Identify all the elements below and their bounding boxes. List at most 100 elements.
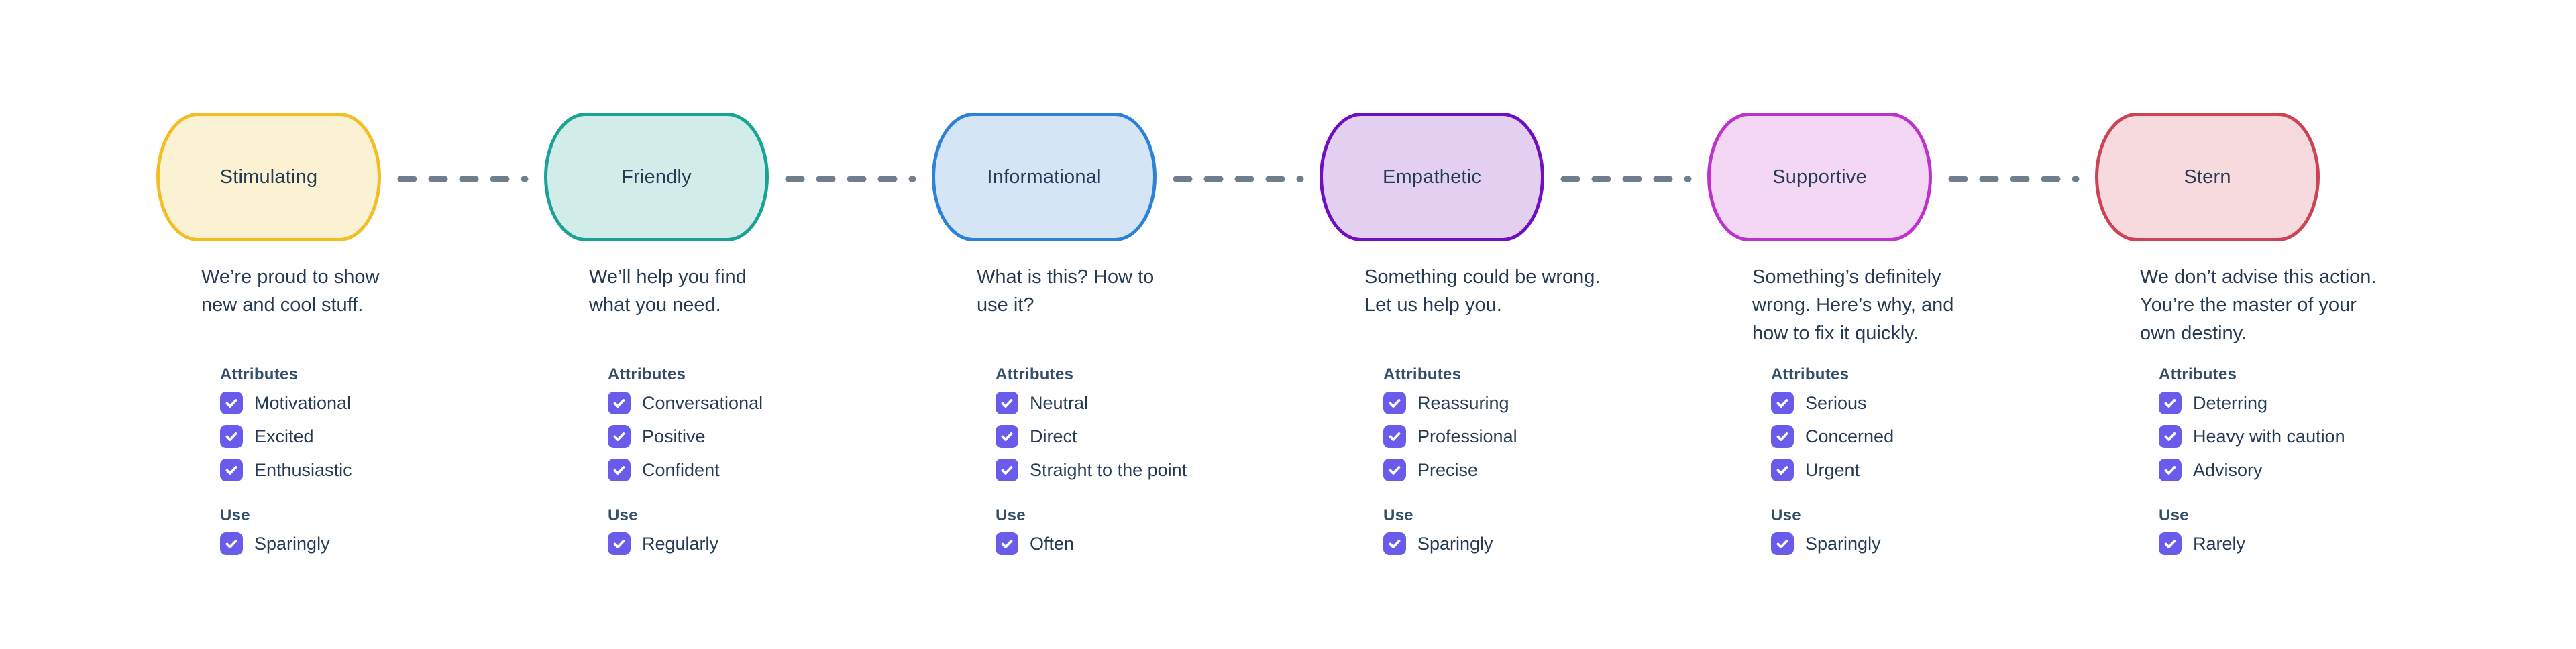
connector-dashed-line [785, 174, 916, 182]
attributes-header: Attributes [2159, 365, 2237, 384]
checkmark-icon [1389, 466, 1401, 475]
attribute-row: Deterring [2159, 392, 2483, 414]
attributes-header: Attributes [1771, 365, 1849, 384]
tone-column-supportive: Supportive Something’s definitely wrong.… [1707, 113, 2095, 566]
checkbox-checked[interactable] [1771, 532, 1794, 555]
tone-description: What is this? How to use it? [977, 266, 1155, 316]
connector-dashed-line [1948, 174, 2080, 182]
attribute-label: Neutral [1030, 392, 1089, 413]
attribute-row: Neutral [996, 392, 1320, 414]
tone-node-label: Stern [2184, 166, 2231, 188]
checkbox-checked[interactable] [1771, 392, 1794, 414]
attribute-row: Advisory [2159, 459, 2483, 481]
checkmark-icon [1389, 540, 1401, 548]
tone-node-pill: Stimulating [156, 113, 381, 241]
attribute-label: Reassuring [1417, 392, 1509, 413]
checkmark-icon [2164, 399, 2176, 408]
checkbox-checked[interactable] [996, 459, 1018, 481]
checkbox-checked[interactable] [1383, 425, 1406, 448]
attribute-row: Confident [608, 459, 932, 481]
attribute-row: Direct [996, 425, 1320, 448]
checkbox-checked[interactable] [996, 425, 1018, 448]
checkbox-checked[interactable] [996, 392, 1018, 414]
attribute-label: Urgent [1805, 459, 1860, 480]
attribute-label: Confident [642, 459, 720, 480]
connector-dashed-line [1173, 174, 1304, 182]
checkmark-icon [1001, 540, 1013, 548]
attribute-label: Motivational [254, 392, 352, 413]
checkmark-icon [1001, 432, 1013, 441]
use-row: Rarely [2159, 532, 2483, 555]
checkbox-checked[interactable] [608, 532, 631, 555]
checkbox-checked[interactable] [608, 425, 631, 448]
tone-node-pill: Supportive [1707, 113, 1932, 241]
tone-node-label: Supportive [1772, 166, 1867, 188]
attribute-label: Precise [1417, 459, 1479, 480]
use-header: Use [2159, 506, 2189, 524]
attribute-label: Straight to the point [1030, 459, 1187, 480]
use-label: Sparingly [1417, 533, 1493, 554]
tone-column-empathetic: Empathetic Something could be wrong. Let… [1320, 113, 1707, 566]
connector-dashed-line [397, 174, 529, 182]
use-row: Sparingly [1383, 532, 1707, 555]
checkbox-checked[interactable] [608, 459, 631, 481]
tone-column-friendly: Friendly We’ll help you find what you ne… [544, 113, 932, 566]
attribute-row: Positive [608, 425, 932, 448]
tone-column-stern: Stern We don’t advise this action. You’r… [2095, 113, 2483, 566]
checkmark-icon [225, 466, 237, 475]
checkbox-checked[interactable] [2159, 532, 2182, 555]
checkbox-checked[interactable] [2159, 459, 2182, 481]
checkbox-checked[interactable] [1383, 392, 1406, 414]
attribute-label: Direct [1030, 426, 1077, 447]
tone-description: We don’t advise this action. You’re the … [2140, 266, 2377, 344]
use-row: Sparingly [220, 532, 544, 555]
checkbox-checked[interactable] [220, 459, 243, 481]
attribute-row: Serious [1771, 392, 2095, 414]
tone-node-label: Informational [987, 166, 1102, 188]
use-header: Use [220, 506, 250, 524]
tone-description: Something’s definitely wrong. Here’s why… [1752, 266, 1954, 344]
use-row: Sparingly [1771, 532, 2095, 555]
checkbox-checked[interactable] [2159, 392, 2182, 414]
tone-description: Something could be wrong. Let us help yo… [1364, 266, 1601, 316]
use-header: Use [608, 506, 638, 524]
checkbox-checked[interactable] [220, 425, 243, 448]
checkbox-checked[interactable] [1383, 532, 1406, 555]
tone-node-pill: Friendly [544, 113, 769, 241]
use-header: Use [1771, 506, 1801, 524]
checkbox-checked[interactable] [1771, 425, 1794, 448]
checkmark-icon [225, 540, 237, 548]
attribute-label: Excited [254, 426, 314, 447]
checkbox-checked[interactable] [1771, 459, 1794, 481]
checkmark-icon [225, 432, 237, 441]
connector-dashed-line [1560, 174, 1692, 182]
tone-node-pill: Empathetic [1320, 113, 1544, 241]
attribute-row: Professional [1383, 425, 1707, 448]
checkmark-icon [1776, 432, 1788, 441]
checkbox-checked[interactable] [996, 532, 1018, 555]
tone-node-label: Empathetic [1382, 166, 1482, 188]
checkbox-checked[interactable] [1383, 459, 1406, 481]
tone-description: We’re proud to show new and cool stuff. [201, 266, 380, 316]
checkbox-checked[interactable] [220, 532, 243, 555]
use-header: Use [1383, 506, 1413, 524]
attribute-label: Conversational [642, 392, 763, 413]
checkmark-icon [1776, 399, 1788, 408]
attribute-row: Precise [1383, 459, 1707, 481]
tone-node-label: Friendly [621, 166, 692, 188]
checkmark-icon [1001, 399, 1013, 408]
use-label: Sparingly [1805, 533, 1881, 554]
checkbox-checked[interactable] [220, 392, 243, 414]
checkbox-checked[interactable] [2159, 425, 2182, 448]
use-row: Regularly [608, 532, 932, 555]
attributes-header: Attributes [1383, 365, 1462, 384]
attribute-label: Advisory [2193, 459, 2263, 480]
attribute-row: Urgent [1771, 459, 2095, 481]
tone-node-pill: Stern [2095, 113, 2320, 241]
checkmark-icon [613, 399, 625, 408]
checkbox-checked[interactable] [608, 392, 631, 414]
tone-node-pill: Informational [932, 113, 1157, 241]
attribute-label: Positive [642, 426, 706, 447]
attribute-label: Heavy with caution [2193, 426, 2345, 447]
